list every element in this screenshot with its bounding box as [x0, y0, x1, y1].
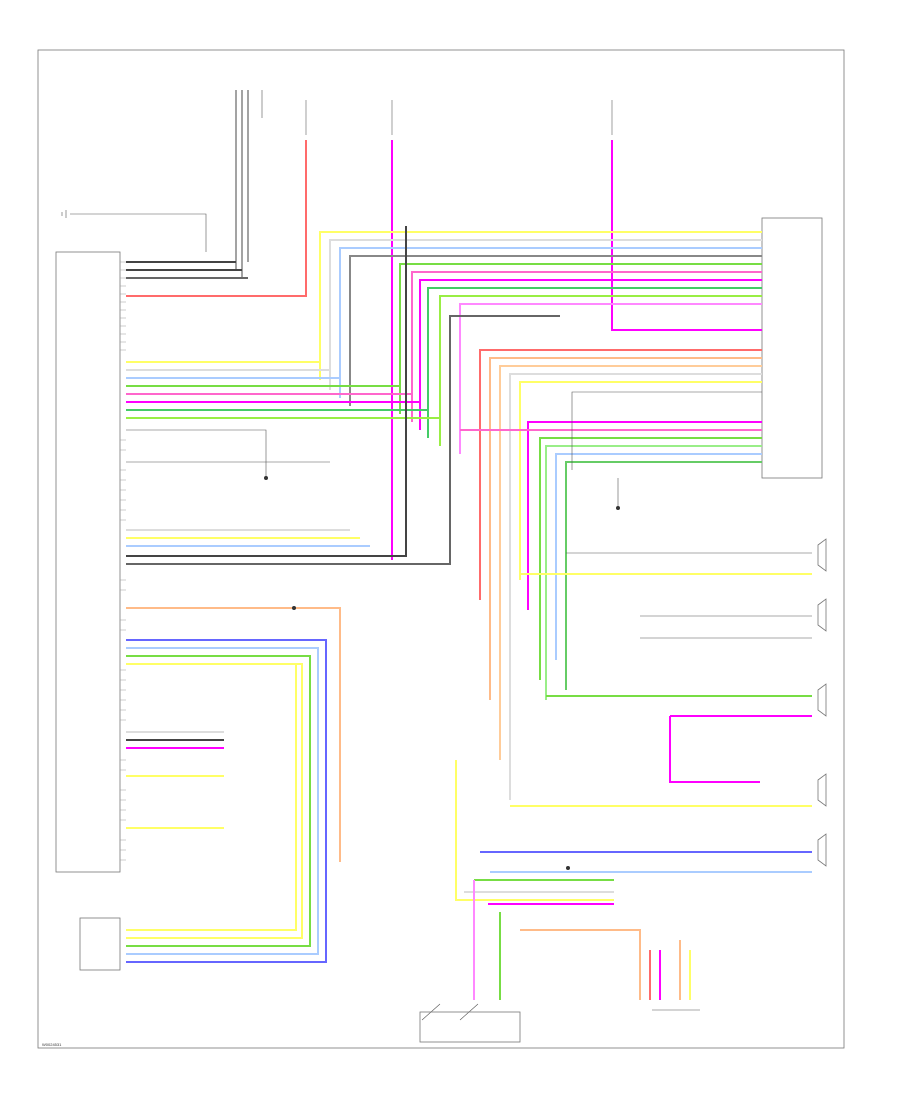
- amplifier-inputs: [460, 349, 762, 800]
- audio-control-module: [55, 251, 126, 873]
- bottom-components: [419, 760, 700, 1043]
- top-fuse-feeds: [61, 90, 762, 560]
- module-speaker-outputs: [126, 226, 440, 557]
- speaker-wiring: [480, 552, 812, 873]
- junction-dot: [566, 866, 570, 870]
- speaker-icon: [817, 683, 827, 717]
- junction-dot: [616, 506, 620, 510]
- speaker-symbols: [817, 538, 827, 867]
- junction-dot: [292, 606, 296, 610]
- junction-dot: [264, 476, 268, 480]
- speaker-icon: [817, 833, 827, 867]
- speaker-icon: [817, 773, 827, 807]
- speaker-icon: [817, 598, 827, 632]
- lower-harness: [126, 607, 341, 963]
- module-pin-ticks: [120, 261, 126, 861]
- speaker-icon: [817, 538, 827, 572]
- amplifier-module: [761, 217, 823, 479]
- diagram-border: [37, 49, 845, 1049]
- upper-harness: [126, 231, 762, 565]
- junction-dots: [264, 476, 620, 870]
- diagram-code: W0024531: [42, 1042, 62, 1047]
- audio-input-jack: [79, 917, 121, 971]
